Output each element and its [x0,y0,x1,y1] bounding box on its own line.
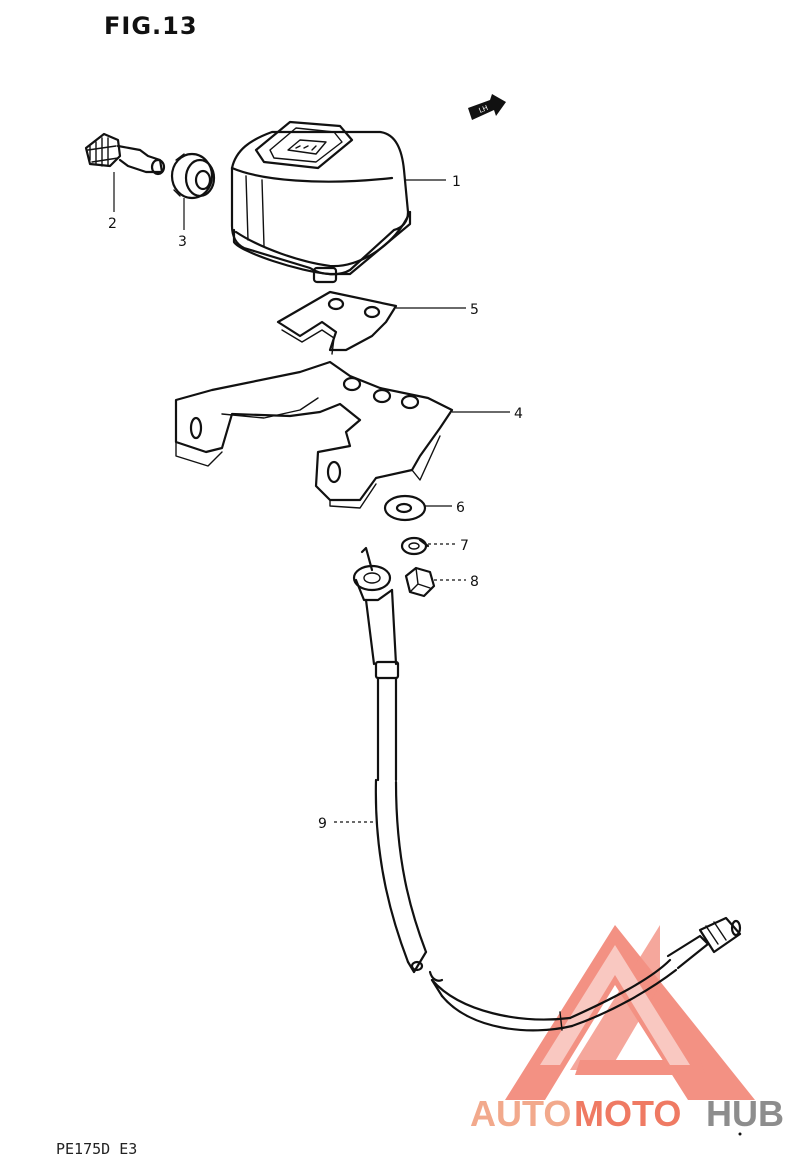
watermark-triangle-left [505,925,755,1100]
callout-2: 2 [108,216,117,232]
callout-5: 5 [470,302,479,318]
part-bracket [174,360,454,509]
watermark-moto: MOTO [574,1093,681,1134]
watermark-text: AUTO MOTO HUB [470,1093,784,1134]
figure-title: FIG.13 [104,12,198,40]
watermark-triangle-bar [575,1060,705,1075]
part-lock-washer [400,536,430,556]
part-nut [404,566,436,598]
watermark-auto: AUTO [470,1093,571,1134]
part-cable [352,546,742,1032]
callout-7: 7 [460,538,469,554]
model-code: PE175D E3 [56,1140,138,1158]
watermark-hub: HUB [706,1093,784,1134]
callout-8: 8 [470,574,479,590]
part-plate [276,290,398,355]
callout-9: 9 [318,816,327,832]
callout-4: 4 [514,406,523,422]
part-regulator [230,120,412,284]
callout-6: 6 [456,500,465,516]
watermark-logo [505,925,755,1100]
callout-3: 3 [178,234,187,250]
callouts: 1 2 3 4 5 6 7 8 9 [108,172,523,832]
direction-arrow: LH [468,94,506,120]
part-terminal [84,132,166,176]
part-washer [383,494,427,522]
callout-1: 1 [452,174,461,190]
part-grommet [170,152,216,200]
direction-arrow-label: LH [478,104,490,115]
watermark-triangle-highlight [540,945,690,1065]
